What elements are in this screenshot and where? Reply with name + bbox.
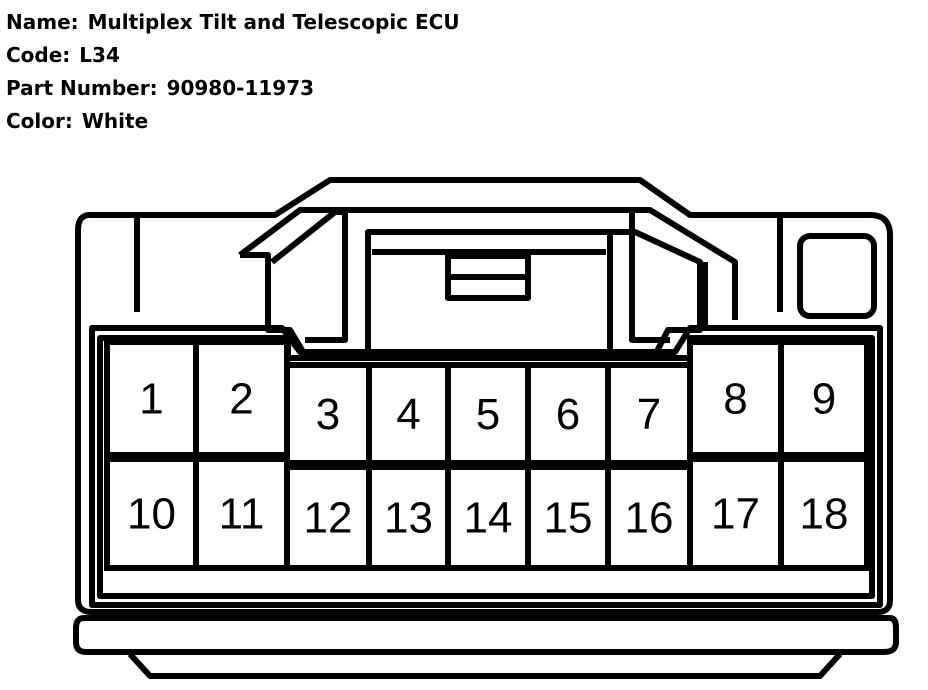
pin-number-7: 7 (637, 390, 661, 439)
pin-cavity (445, 362, 531, 466)
code-key: Code: (6, 43, 71, 67)
pin-cavity (525, 464, 611, 571)
pin-number-4: 4 (396, 390, 420, 439)
pin-number-11: 11 (219, 490, 265, 539)
pin-number-5: 5 (476, 390, 500, 439)
pin-number-13: 13 (384, 494, 433, 543)
pin-cavity (778, 456, 870, 571)
name-value: Multiplex Tilt and Telescopic ECU (87, 10, 460, 34)
part-number-line: Part Number: 90980-11973 (6, 72, 460, 105)
pin-grid: 1 10 2 11 3 12 4 13 5 14 6 15 7 16 8 17 9 18 (104, 339, 870, 571)
pin-cavity (605, 464, 693, 571)
pin-number-3: 3 (316, 390, 340, 439)
pin-cavity (193, 339, 290, 458)
pin-cavity (445, 464, 531, 571)
pin-cavity (366, 464, 451, 571)
pin-number-10: 10 (127, 490, 176, 539)
pin-number-18: 18 (800, 490, 849, 539)
latch-left-inner (270, 209, 348, 343)
latch-inner-frame (365, 229, 613, 360)
pin-number-14: 14 (464, 494, 513, 543)
name-line: Name: Multiplex Tilt and Telescopic ECU (6, 6, 460, 39)
pin-number-17: 17 (711, 490, 760, 539)
name-key: Name: (6, 10, 79, 34)
right-window (797, 233, 877, 319)
bottom-strip (73, 615, 899, 655)
pin-number-8: 8 (723, 375, 747, 424)
pin-cavity (284, 464, 372, 571)
pin-number-6: 6 (556, 390, 580, 439)
connector-info: Name: Multiplex Tilt and Telescopic ECU C… (6, 6, 460, 138)
pin-cavity (104, 339, 199, 458)
part-number-value: 90980-11973 (166, 76, 315, 100)
color-line: Color: White (6, 105, 460, 138)
pin-number-12: 12 (304, 494, 353, 543)
latch-outer (238, 207, 738, 320)
housing-outline (75, 177, 893, 615)
connector-housing (73, 177, 899, 679)
bottom-base (127, 651, 843, 679)
pin-number-2: 2 (229, 375, 253, 424)
color-value: White (81, 109, 149, 133)
pin-cavity (778, 339, 870, 458)
code-line: Code: L34 (6, 39, 460, 72)
pin-cavity (687, 456, 784, 571)
pin-cavity (284, 362, 372, 466)
latch-right-inner (629, 212, 670, 343)
pin-number-9: 9 (812, 375, 836, 424)
pin-cavity (687, 339, 784, 458)
pin-number-15: 15 (544, 494, 593, 543)
pin-cavity (525, 362, 611, 466)
code-value: L34 (79, 43, 120, 67)
color-key: Color: (6, 109, 73, 133)
pin-number-16: 16 (625, 494, 674, 543)
part-number-key: Part Number: (6, 76, 158, 100)
pin-cavity (193, 456, 290, 571)
pin-number-1: 1 (139, 375, 163, 424)
